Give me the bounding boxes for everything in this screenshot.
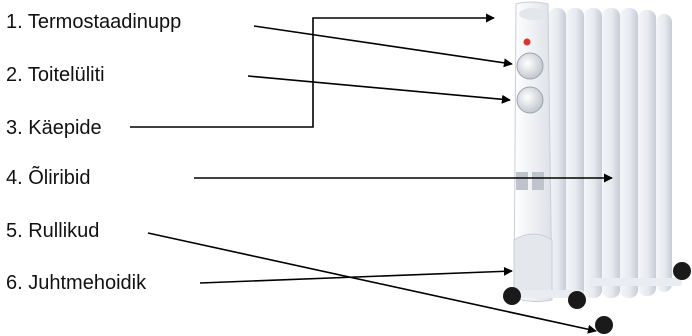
vent <box>532 172 544 190</box>
vent <box>516 172 528 190</box>
wheel <box>568 291 586 309</box>
power-switch-knob <box>516 86 544 114</box>
label-handle: 3. Käepide <box>6 117 102 139</box>
indicator-light <box>523 38 531 46</box>
arrow-power-switch <box>247 75 511 104</box>
fin <box>638 10 656 296</box>
label-power-switch: 2. Toitelüliti <box>6 64 105 86</box>
fin <box>548 8 566 298</box>
label-cord-holder: 6. Juhtmehoidik <box>6 272 147 294</box>
wheel-base <box>590 278 682 286</box>
arrow-cord-holder <box>199 266 513 284</box>
fin <box>566 8 584 298</box>
label-thermostat: 1. Termostaadinupp <box>6 11 182 33</box>
label-oil-fins: 4. Õliribid <box>6 167 91 189</box>
arrow-thermostat <box>253 25 513 68</box>
wheel <box>503 287 521 305</box>
leader-lines <box>130 13 613 334</box>
fin <box>584 8 602 298</box>
wheel <box>595 316 613 334</box>
fin <box>602 8 620 298</box>
handle-top <box>519 8 547 20</box>
wheel-base <box>504 290 584 298</box>
fin <box>620 8 638 298</box>
label-wheels: 5. Rullikud <box>6 220 100 242</box>
oil-fins <box>548 8 672 298</box>
thermostat-knob <box>516 52 544 80</box>
arrow-handle <box>130 13 495 128</box>
wheels <box>503 262 691 334</box>
arrow-wheels <box>147 232 597 334</box>
wheel <box>673 262 691 280</box>
fin <box>656 14 672 292</box>
cord-holder <box>513 233 553 297</box>
